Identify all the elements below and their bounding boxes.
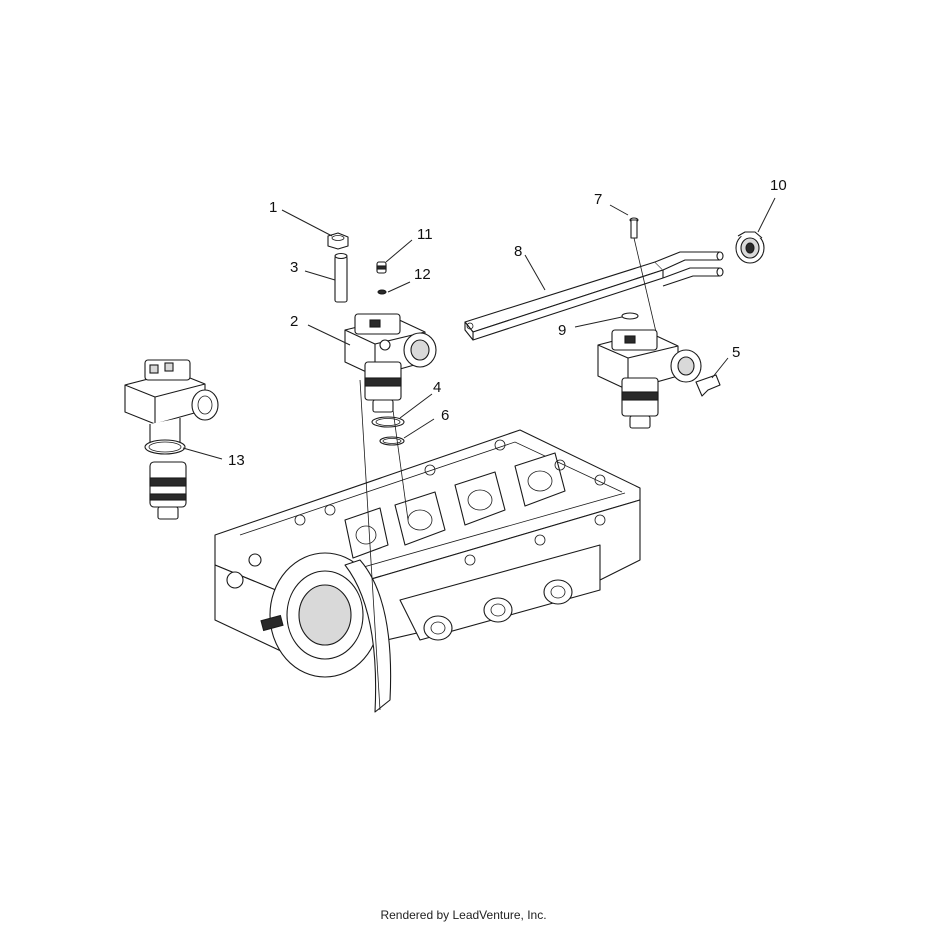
callout-11: 11: [417, 226, 433, 243]
cylinder-head-assembly: [214, 429, 641, 713]
part-8-fuel-rail: [464, 251, 724, 341]
callout-4: 4: [433, 379, 441, 396]
callout-13: 13: [228, 452, 245, 469]
callout-8: 8: [514, 243, 522, 260]
part-1-nut: [327, 232, 349, 250]
callout-10: 10: [770, 177, 787, 194]
part-7-bolt: [629, 217, 657, 333]
callout-6: 6: [441, 407, 449, 424]
part-12-clip: [377, 289, 387, 295]
callout-12: 12: [414, 266, 431, 283]
part-5-clip: [695, 374, 721, 397]
callout-5: 5: [732, 344, 740, 361]
callout-1: 1: [269, 199, 277, 216]
part-4-o-ring: [371, 416, 405, 428]
part-3-pin: [334, 252, 348, 303]
callout-2: 2: [290, 313, 298, 330]
callout-labels: 1 2 3 4 5 6 7 8 9 10 11 12 13: [228, 177, 787, 469]
part-9-o-ring: [621, 312, 639, 320]
part-10-cap: [735, 231, 765, 264]
right-solenoid-valve: [597, 329, 702, 429]
callout-3: 3: [290, 259, 298, 276]
callout-7: 7: [594, 191, 602, 208]
callout-leaders: [182, 197, 776, 460]
part-11-fitting: [376, 261, 387, 274]
footer-credit: Rendered by LeadVenture, Inc.: [380, 908, 547, 922]
part-13-solenoid-assembly: [124, 359, 219, 520]
part-6-o-ring: [379, 436, 405, 446]
callout-9: 9: [558, 322, 566, 339]
part-2-solenoid-valve: [344, 313, 437, 413]
